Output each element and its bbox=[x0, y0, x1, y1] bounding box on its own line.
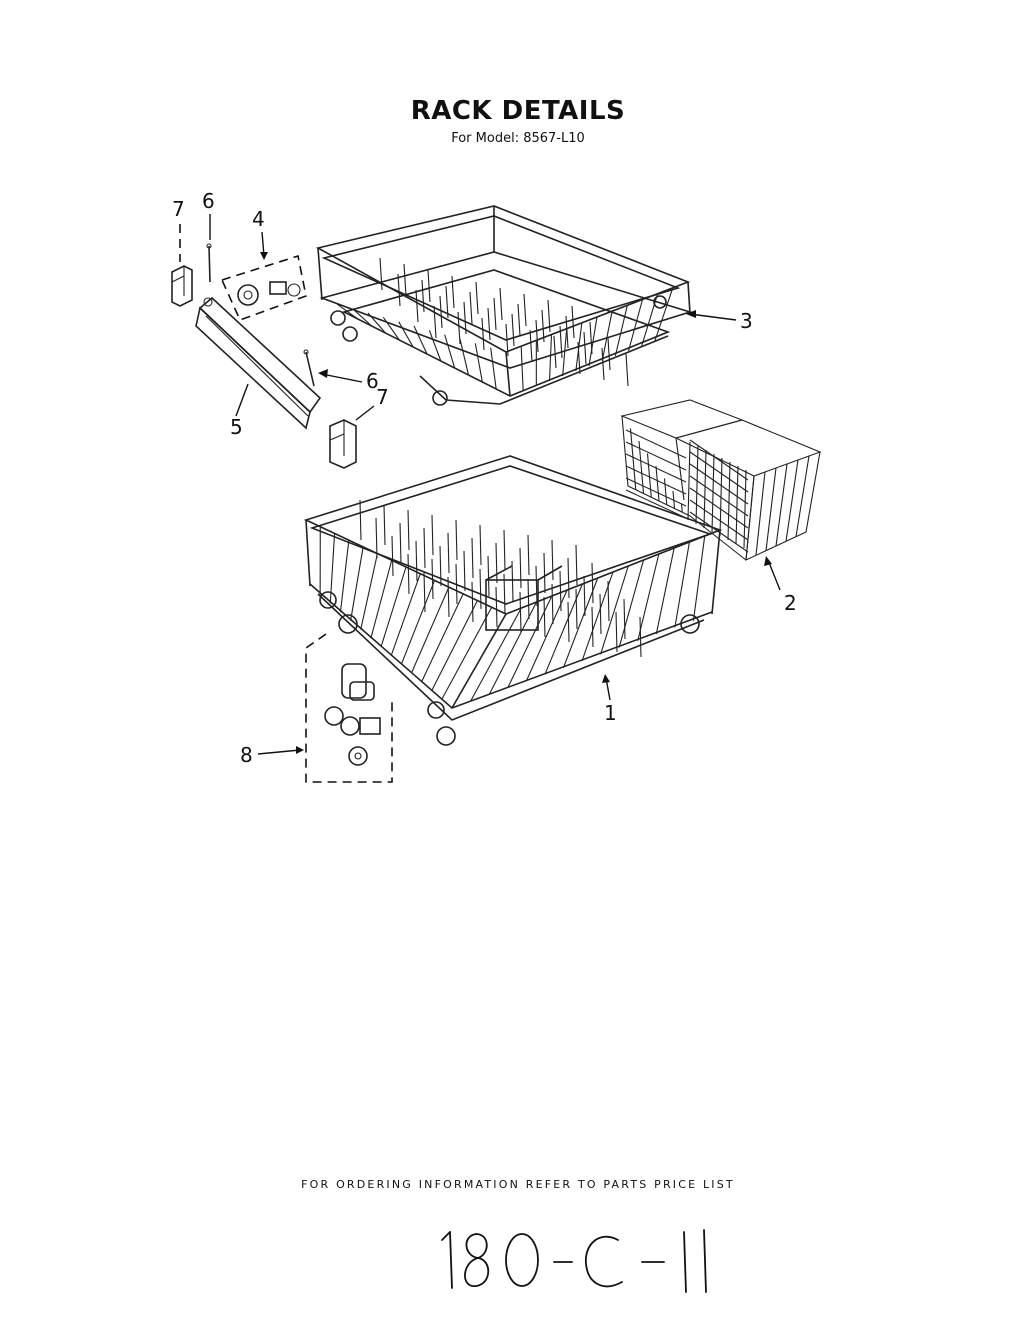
callout-1: 1 bbox=[604, 701, 617, 725]
pin-upper bbox=[206, 243, 212, 283]
callout-4: 4 bbox=[252, 207, 265, 231]
callout-2: 2 bbox=[784, 591, 797, 615]
leader-lines bbox=[179, 214, 781, 755]
handwritten-code bbox=[441, 1229, 707, 1293]
roller-kit-lower bbox=[305, 633, 393, 783]
track-rail bbox=[195, 296, 322, 430]
model-subtitle: For Model: 8567-L10 bbox=[451, 131, 585, 146]
callout-7-right: 7 bbox=[376, 385, 389, 409]
callout-5: 5 bbox=[230, 415, 243, 439]
page-title: RACK DETAILS bbox=[410, 96, 626, 126]
rail-stop-right bbox=[329, 419, 357, 469]
ordering-note: FOR ORDERING INFORMATION REFER TO PARTS … bbox=[301, 1178, 735, 1191]
lower-rack bbox=[303, 455, 723, 746]
roller-kit-upper bbox=[220, 254, 307, 322]
callout-3: 3 bbox=[740, 309, 753, 333]
callout-8: 8 bbox=[240, 743, 253, 767]
rail-stop-left bbox=[171, 265, 193, 307]
upper-rack bbox=[315, 205, 693, 406]
callout-6-upper: 6 bbox=[202, 189, 215, 213]
callouts: 7 6 4 3 6 7 5 2 1 8 bbox=[172, 189, 797, 767]
pin-lower bbox=[303, 349, 315, 387]
callout-6-lower: 6 bbox=[366, 369, 379, 393]
silverware-basket bbox=[620, 399, 822, 561]
callout-7-left: 7 bbox=[172, 197, 185, 221]
